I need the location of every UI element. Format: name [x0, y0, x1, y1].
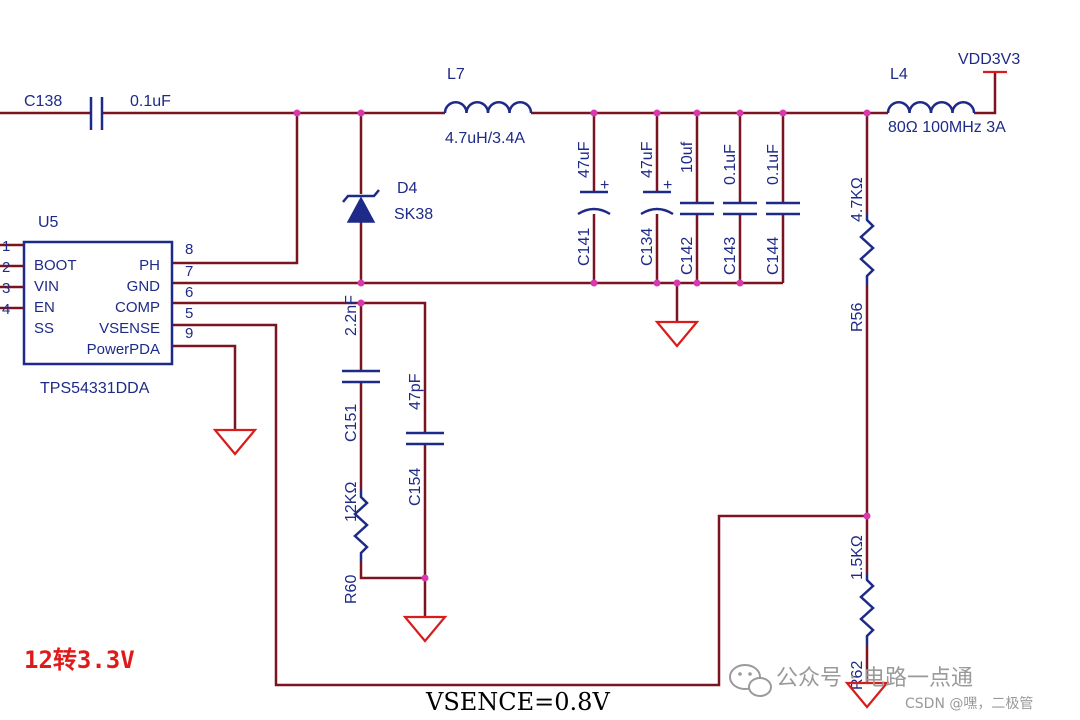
c151-ref: C151 [343, 404, 360, 442]
c138-ref: C138 [24, 93, 62, 110]
pin-num: 5 [185, 305, 193, 322]
ground-symbol-feedback [844, 681, 890, 709]
power-net-label: VDD3V3 [958, 51, 1020, 68]
c151-value: 2.2nF [343, 295, 360, 336]
capacitor-c151: 2.2nF C151 [342, 295, 380, 442]
pin-name: GND [127, 278, 161, 295]
polarity-mark: + [663, 177, 672, 194]
ic-part: TPS54331DDA [40, 380, 150, 397]
wires [0, 72, 997, 687]
pin-num: 3 [2, 280, 10, 297]
watermark: 公众号 · 电路一点通 CSDN @嘿，二极管 [729, 664, 1033, 712]
pin-num: 6 [185, 284, 193, 301]
c144-ref: C144 [765, 237, 782, 275]
r60-value: 12KΩ [343, 482, 360, 522]
c138-value: 0.1uF [130, 93, 171, 110]
c134-ref: C134 [639, 228, 656, 266]
r60-ref: R60 [343, 575, 360, 604]
watermark-csdn: CSDN @嘿，二极管 [905, 696, 1033, 712]
pin-num: 4 [2, 301, 10, 318]
pin-name: VSENSE [99, 320, 160, 337]
resistor-r56: 4.7KΩ R56 [849, 177, 875, 332]
capacitor-c143: 0.1uF C143 [722, 144, 757, 275]
capacitor-c134: + 47uF C134 [639, 141, 674, 266]
c142-value: 10uf [679, 141, 696, 173]
l7-value: 4.7uH/3.4A [445, 130, 525, 147]
inductor-l4: L4 80Ω 100MHz 3A [886, 66, 1006, 136]
pin-name: SS [34, 320, 54, 337]
pin-name: COMP [115, 299, 160, 316]
junctions [293, 109, 871, 582]
pin-name: BOOT [34, 257, 77, 274]
pin-name: PH [139, 257, 160, 274]
c142-ref: C142 [679, 237, 696, 275]
pin-num: 8 [185, 241, 193, 258]
pin-num: 7 [185, 263, 193, 280]
c141-ref: C141 [576, 228, 593, 266]
pin-num: 9 [185, 325, 193, 342]
c144-value: 0.1uF [765, 144, 782, 185]
resistor-r60: 12KΩ R60 [343, 482, 369, 604]
pin-num: 2 [2, 259, 10, 276]
polarity-mark: + [600, 177, 609, 194]
wechat-icon [729, 664, 772, 697]
l4-ref: L4 [890, 66, 908, 83]
c154-value: 47pF [407, 373, 424, 410]
l4-value: 80Ω 100MHz 3A [888, 119, 1006, 136]
ground-symbol-comp [402, 615, 448, 643]
pin-name: VIN [34, 278, 59, 295]
capacitor-c142: 10uf C142 [679, 141, 714, 275]
pin-name: PowerPDA [87, 341, 160, 358]
capacitor-c154: 47pF C154 [406, 373, 444, 506]
inductor-l7: L7 4.7uH/3.4A [443, 66, 533, 147]
pin-num: 1 [2, 238, 10, 255]
feedback-note: VSENCE=0.8V [425, 688, 610, 716]
c154-ref: C154 [407, 468, 424, 506]
ic-u5: U5 TPS54331DDA 1 2 3 4 BOOT VIN EN SS PH… [0, 214, 193, 397]
r56-value: 4.7KΩ [849, 177, 866, 222]
diode-d4: D4 SK38 [342, 180, 433, 223]
capacitor-c144: 0.1uF C144 [765, 144, 800, 275]
c143-ref: C143 [722, 237, 739, 275]
power-flag-vdd3v3: VDD3V3 [958, 51, 1020, 74]
c141-value: 47uF [576, 141, 593, 178]
d4-value: SK38 [394, 206, 433, 223]
c134-value: 47uF [639, 141, 656, 178]
r56-ref: R56 [849, 303, 866, 332]
c143-value: 0.1uF [722, 144, 739, 185]
ic-ref: U5 [38, 214, 59, 231]
capacitor-c141: + 47uF C141 [576, 141, 611, 266]
r62-value: 1.5KΩ [849, 535, 866, 580]
ground-symbol-output [654, 320, 700, 348]
l7-ref: L7 [447, 66, 465, 83]
capacitor-c138: C138 0.1uF [24, 93, 171, 130]
ground-symbol-ic [212, 428, 258, 456]
watermark-account: 公众号 · 电路一点通 [776, 666, 973, 691]
schematic-title: 12转3.3V [24, 646, 135, 674]
d4-ref: D4 [397, 180, 418, 197]
pin-name: EN [34, 299, 55, 316]
